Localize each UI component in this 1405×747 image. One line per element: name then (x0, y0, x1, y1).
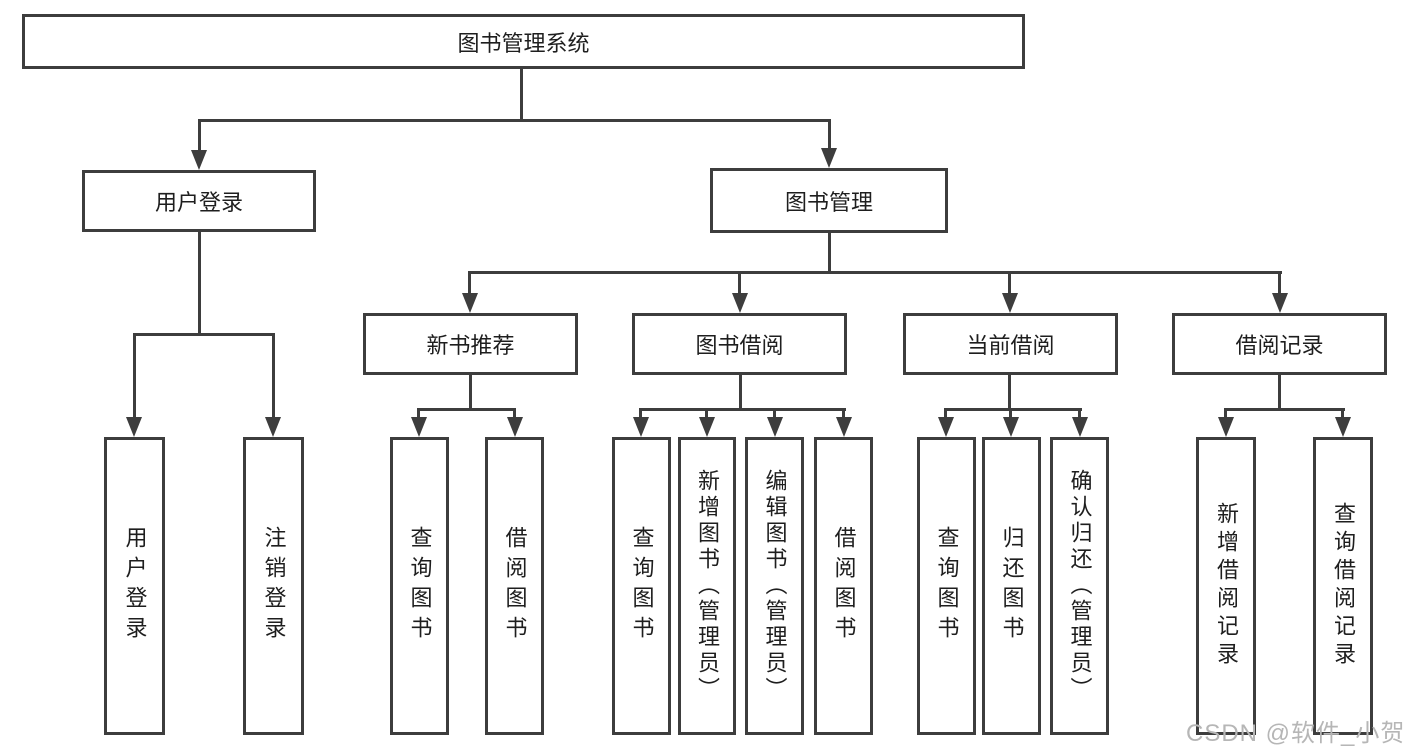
connector-drop-return-book (1009, 408, 1012, 419)
leaf-edit-book: 编辑图书（管理员） (745, 437, 804, 735)
node-book-borrow-label: 图书借阅 (695, 333, 784, 358)
leaf-confirm-return: 确认归还（管理员） (1050, 437, 1109, 735)
node-new-book-rec: 新书推荐 (363, 313, 578, 375)
connector-drop-query-book-rec (417, 408, 420, 419)
leaf-user-login: 用户登录 (104, 437, 165, 735)
arrowhead-new-book-rec (462, 293, 478, 313)
connector-drop-leaf-user-login (133, 333, 136, 419)
leaf-query-book-current-label: 查询图书 (934, 526, 960, 646)
leaf-add-book: 新增图书（管理员） (678, 437, 736, 735)
arrowhead-query-book-rec (411, 417, 427, 437)
leaf-query-book-borrow-label: 查询图书 (629, 526, 655, 646)
node-root: 图书管理系统 (22, 14, 1025, 69)
arrowhead-query-record (1335, 417, 1351, 437)
node-book-mgmt: 图书管理 (710, 168, 948, 233)
connector-borrow-record-branch (1224, 408, 1345, 411)
node-borrow-record-label: 借阅记录 (1235, 333, 1324, 358)
arrowhead-book-mgmt (821, 148, 837, 168)
leaf-logout: 注销登录 (243, 437, 304, 735)
leaf-edit-book-label: 编辑图书（管理员） (762, 469, 788, 703)
connector-current-borrow-stem (1008, 375, 1011, 411)
connector-book-borrow-branch (639, 408, 846, 411)
arrowhead-borrow-book-borrow (836, 417, 852, 437)
connector-drop-book-mgmt (828, 119, 831, 150)
arrowhead-return-book (1003, 417, 1019, 437)
leaf-query-book-borrow: 查询图书 (612, 437, 671, 735)
leaf-borrow-book-borrow-label: 借阅图书 (831, 526, 857, 646)
connector-current-borrow-branch (944, 408, 1082, 411)
leaf-logout-label: 注销登录 (261, 526, 287, 646)
node-book-mgmt-label: 图书管理 (784, 189, 873, 215)
connector-new-book-rec-branch (417, 408, 516, 411)
leaf-confirm-return-label: 确认归还（管理员） (1067, 469, 1093, 703)
leaf-query-book-rec: 查询图书 (390, 437, 449, 735)
node-book-borrow: 图书借阅 (632, 313, 847, 375)
connector-borrow-record-stem (1278, 375, 1281, 411)
leaf-borrow-book-rec-label: 借阅图书 (502, 526, 528, 646)
leaf-query-record-label: 查询借阅记录 (1331, 502, 1356, 670)
arrowhead-current-borrow (1002, 293, 1018, 313)
connector-root-branch (198, 119, 831, 122)
leaf-return-book: 归还图书 (982, 437, 1041, 735)
arrowhead-add-record (1218, 417, 1234, 437)
leaf-query-record: 查询借阅记录 (1313, 437, 1373, 735)
arrowhead-leaf-logout (265, 417, 281, 437)
arrowhead-user-login (191, 150, 207, 170)
leaf-add-record-label: 新增借阅记录 (1214, 502, 1239, 670)
connector-drop-current-borrow (1008, 271, 1011, 295)
connector-drop-confirm-return (1078, 408, 1081, 419)
node-borrow-record: 借阅记录 (1172, 313, 1387, 375)
connector-drop-borrow-record (1278, 271, 1281, 295)
connector-drop-new-book-rec (468, 271, 471, 295)
connector-drop-book-borrow (738, 271, 741, 295)
leaf-user-login-label: 用户登录 (122, 526, 148, 646)
connector-drop-leaf-logout (272, 333, 275, 419)
connector-drop-user-login (198, 119, 201, 152)
connector-drop-borrow-book-borrow (842, 408, 845, 419)
connector-drop-query-book-borrow (639, 408, 642, 419)
leaf-borrow-book-borrow: 借阅图书 (814, 437, 873, 735)
node-user-login-label: 用户登录 (154, 190, 243, 215)
arrowhead-query-book-borrow (633, 417, 649, 437)
connector-user-login-stem (198, 232, 201, 336)
connector-drop-edit-book (773, 408, 776, 419)
node-current-borrow-label: 当前借阅 (966, 333, 1055, 358)
connector-drop-query-book-current (944, 408, 947, 419)
connector-drop-add-record (1224, 408, 1227, 419)
arrowhead-query-book-current (938, 417, 954, 437)
arrowhead-book-borrow (732, 293, 748, 313)
arrowhead-leaf-user-login (126, 417, 142, 437)
arrowhead-edit-book (767, 417, 783, 437)
node-user-login: 用户登录 (82, 170, 316, 232)
leaf-return-book-label: 归还图书 (999, 526, 1025, 646)
arrowhead-borrow-record (1272, 293, 1288, 313)
leaf-borrow-book-rec: 借阅图书 (485, 437, 544, 735)
leaf-add-book-label: 新增图书（管理员） (695, 469, 720, 703)
arrowhead-add-book (699, 417, 715, 437)
arrowhead-confirm-return (1072, 417, 1088, 437)
node-new-book-rec-label: 新书推荐 (426, 333, 515, 358)
leaf-add-record: 新增借阅记录 (1196, 437, 1256, 735)
connector-root-stem (520, 69, 523, 122)
connector-book-mgmt-branch (468, 271, 1282, 274)
connector-book-borrow-stem (739, 375, 742, 411)
node-root-label: 图书管理系统 (457, 30, 590, 56)
connector-drop-query-record (1341, 408, 1344, 419)
leaf-query-book-rec-label: 查询图书 (407, 526, 433, 646)
leaf-query-book-current: 查询图书 (917, 437, 976, 735)
connector-user-login-branch (133, 333, 275, 336)
csdn-watermark: CSDN @软件_小贺同学 (1186, 720, 1405, 747)
connector-new-book-rec-stem (469, 375, 472, 411)
connector-book-mgmt-stem (828, 233, 831, 274)
arrowhead-borrow-book-rec (507, 417, 523, 437)
connector-drop-add-book (705, 408, 708, 419)
node-current-borrow: 当前借阅 (903, 313, 1118, 375)
connector-drop-borrow-book-rec (513, 408, 516, 419)
